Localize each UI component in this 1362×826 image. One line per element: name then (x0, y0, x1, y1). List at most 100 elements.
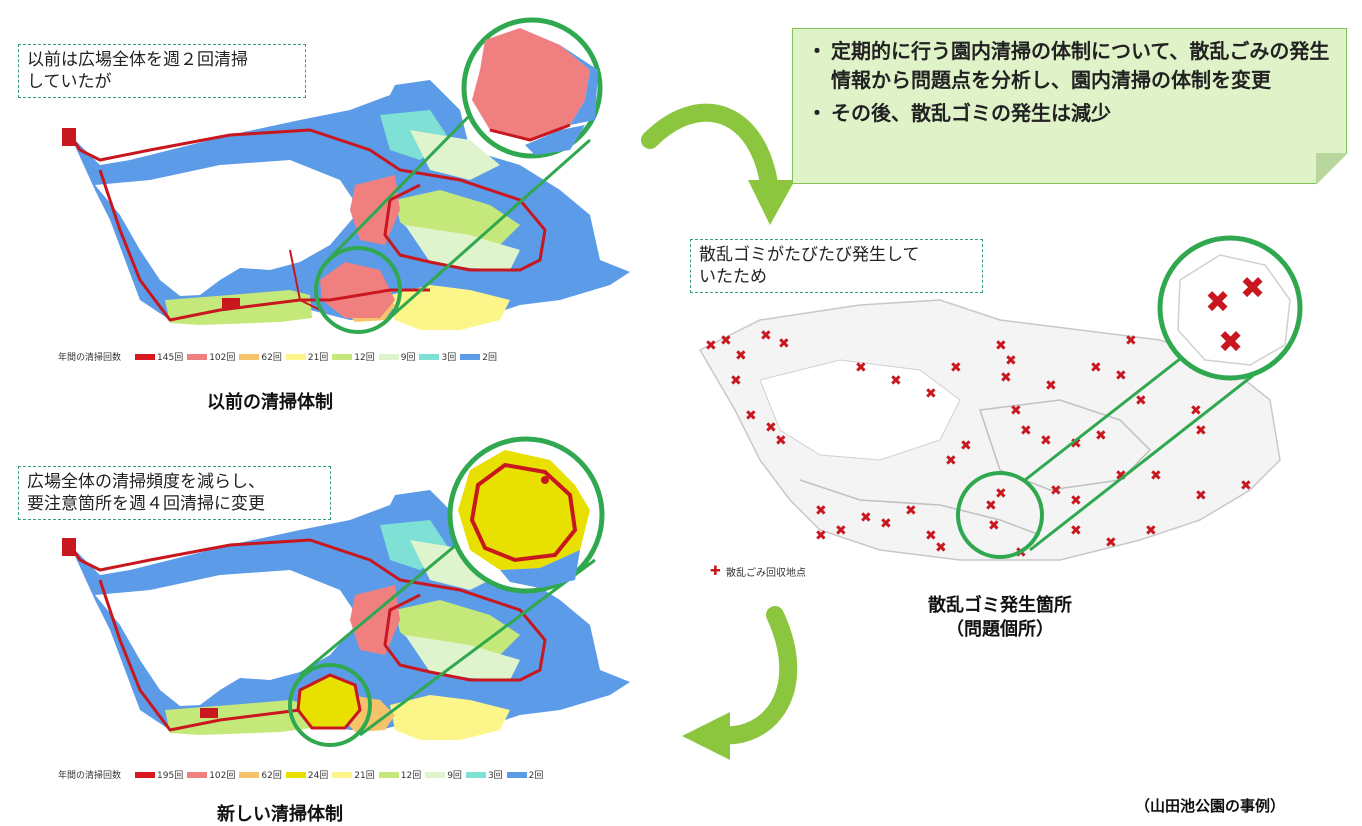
legend-label: 102回 (209, 353, 236, 363)
summary-box: ・定期的に行う園内清掃の体制について、散乱ごみの発生情報から問題点を分析し、園内… (792, 28, 1348, 185)
right-note: 散乱ゴミがたびたび発生して いたため (690, 239, 983, 293)
legend-item: 12回 (375, 768, 421, 781)
litter-point: ✖ (1070, 436, 1082, 452)
litter-point: ✖ (1145, 523, 1157, 539)
legend-item: 102回 (183, 350, 235, 363)
litter-point: ✖ (1090, 360, 1102, 376)
litter-point: ✖ (995, 486, 1007, 502)
litter-point: ✖ (890, 373, 902, 389)
map-new (62, 436, 630, 747)
legend-swatch (285, 771, 306, 778)
legend-swatch (332, 771, 353, 778)
legend-label: 3回 (487, 771, 503, 781)
legend-litter: 散乱ごみ回収地点 (726, 564, 806, 579)
litter-point: ✖ (925, 386, 937, 402)
litter-point: ✖ (765, 420, 777, 436)
litter-point: ✖ (1195, 488, 1207, 504)
summary-item: ・その後、散乱ゴミの発生は減少 (807, 101, 1111, 125)
map-litter: ✖✖✖ ✖✖✖ ✖✖✖ ✖✖✖ ✖✖✖ ✖✖✖ ✖✖✖ ✖✖✖ ✖✖✖ ✖✖✖ … (690, 235, 1303, 590)
source-label: （山田池公園の事例） (1134, 797, 1285, 815)
legend-swatch (187, 353, 208, 360)
legend-cross-icon: ✚ (710, 564, 721, 579)
litter-point-large: ✖ (1240, 271, 1265, 306)
caption-litter: 散乱ゴミ発生箇所 （問題個所） (928, 595, 1072, 640)
litter-point: ✖ (1040, 433, 1052, 449)
legend-label: 9回 (400, 353, 416, 363)
litter-point: ✖ (905, 503, 917, 519)
legend-label: 62回 (261, 771, 282, 781)
legend-title: 年間の清掃回数 (58, 771, 122, 781)
legend-item: 62回 (235, 768, 282, 781)
litter-point: ✖ (1000, 370, 1012, 386)
legend-item: 12回 (328, 350, 375, 363)
litter-point-large: ✖ (1205, 285, 1230, 320)
legend-label: 12回 (400, 771, 422, 781)
litter-point: ✖ (815, 528, 827, 544)
legend-item: 9回 (375, 350, 416, 363)
litter-point: ✖ (1190, 403, 1202, 419)
litter-point: ✖ (1010, 403, 1022, 419)
legend-swatch (465, 771, 486, 778)
legend-item: 21回 (282, 350, 328, 363)
litter-point: ✖ (1150, 468, 1162, 484)
legend-item: 195回 (131, 768, 183, 781)
legend-label: 3回 (441, 353, 457, 363)
arrow-top (641, 103, 795, 225)
legend-label: 21回 (354, 771, 375, 781)
litter-point: ✖ (1135, 393, 1147, 409)
legend-swatch (419, 353, 440, 360)
legend-swatch (135, 771, 156, 778)
legend-swatch (187, 771, 208, 778)
legend-label: 9回 (447, 771, 462, 781)
litter-point: ✖ (855, 360, 867, 376)
legend-label: 2回 (482, 353, 497, 363)
legend-label: 195回 (157, 771, 184, 781)
litter-point: ✖ (745, 408, 757, 424)
litter-point: ✖ (1070, 493, 1082, 509)
litter-point: ✖ (860, 510, 872, 526)
legend-swatch (425, 771, 446, 778)
litter-point-large: ✖ (1218, 325, 1243, 360)
litter-point: ✖ (778, 336, 790, 352)
legend-label: 24回 (307, 771, 329, 781)
legend-item: 102回 (183, 768, 235, 781)
litter-point: ✖ (1045, 378, 1057, 394)
litter-point: ✖ (1095, 428, 1107, 444)
top-note: 以前は広場全体を週２回清掃 していたが (18, 44, 306, 98)
litter-point: ✖ (1005, 353, 1017, 369)
legend-item: 62回 (235, 350, 282, 363)
arrow-bottom (682, 606, 798, 760)
litter-point: ✖ (1115, 368, 1127, 384)
legend-litter-label: 散乱ごみ回収地点 (726, 568, 806, 579)
legend-item: 24回 (282, 768, 328, 781)
litter-point: ✖ (988, 518, 1000, 534)
litter-point: ✖ (935, 540, 947, 556)
folded-corner (1316, 153, 1348, 185)
legend-swatch (285, 353, 306, 360)
legend-label: 12回 (354, 353, 375, 363)
summary-item: ・定期的に行う園内清掃の体制について、散乱ごみの発生情報から問題点を分析し、園内… (807, 39, 1330, 92)
legend-swatch (506, 771, 527, 778)
litter-point: ✖ (960, 438, 972, 454)
litter-point: ✖ (950, 360, 962, 376)
litter-point: ✖ (735, 348, 747, 364)
legend-item: 21回 (328, 768, 375, 781)
litter-point: ✖ (760, 328, 772, 344)
problem-area-pink (320, 262, 395, 318)
litter-point: ✖ (1240, 478, 1252, 494)
legend-item: 3回 (415, 350, 456, 363)
legend-label: 62回 (261, 353, 282, 363)
legend-item: 2回 (503, 768, 543, 781)
litter-point: ✖ (720, 333, 732, 349)
litter-point: ✖ (1125, 333, 1137, 349)
legend-swatch (135, 353, 156, 360)
legend-swatch (460, 353, 481, 360)
litter-point: ✖ (1020, 423, 1032, 439)
legend-item: 3回 (462, 768, 503, 781)
litter-point: ✖ (815, 503, 827, 519)
legend-swatch (378, 353, 399, 360)
map-previous (62, 17, 630, 334)
